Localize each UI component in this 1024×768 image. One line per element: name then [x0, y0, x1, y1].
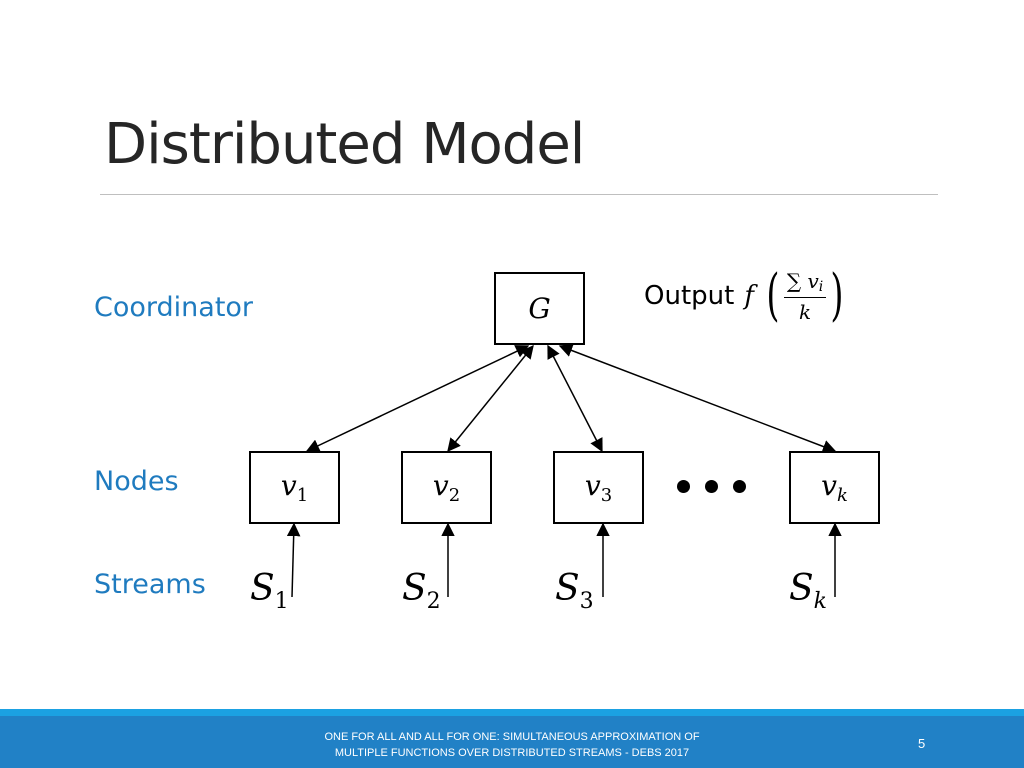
slide-title: Distributed Model — [104, 112, 585, 177]
node-k-base: v — [821, 469, 837, 502]
footer-caption: ONE FOR ALL AND ALL FOR ONE: SIMULTANEOU… — [250, 729, 774, 761]
footer-line-1: ONE FOR ALL AND ALL FOR ONE: SIMULTANEOU… — [324, 731, 700, 743]
numerator-sub: i — [818, 278, 824, 295]
stream-k: Sk — [789, 568, 827, 614]
arrow-g-vk — [558, 344, 837, 453]
arrow-g-v2 — [447, 344, 534, 453]
footer-bar — [0, 716, 1024, 768]
output-fraction: ∑ vi k — [783, 268, 827, 324]
arrow-g-v1 — [305, 345, 530, 452]
node-k-sub: k — [836, 485, 848, 506]
node-box-2: v2 — [401, 451, 492, 524]
stream-k-base: S — [789, 568, 814, 609]
node-box-k: vk — [789, 451, 880, 524]
output-function: f — [744, 281, 754, 311]
streams-label: Streams — [94, 569, 206, 600]
stream-3-base: S — [555, 568, 580, 609]
coordinator-symbol: G — [528, 292, 551, 325]
arrow-s1-v1 — [286, 522, 301, 598]
nodes-label: Nodes — [94, 466, 179, 497]
node-1-base: v — [280, 469, 297, 502]
node-2-base: v — [432, 469, 449, 502]
stream-2-sub: 2 — [426, 589, 441, 614]
left-paren: ( — [766, 263, 780, 328]
right-paren: ) — [830, 263, 844, 328]
stream-3: S3 — [555, 568, 594, 614]
stream-3-sub: 3 — [579, 589, 594, 614]
stream-2: S2 — [402, 568, 441, 614]
coordinator-label: Coordinator — [94, 292, 254, 323]
node-1-sub: 1 — [296, 485, 309, 506]
footer-accent-bar — [0, 709, 1024, 716]
dot — [733, 480, 746, 493]
dot — [677, 480, 690, 493]
output-word: Output — [644, 281, 735, 311]
page-number: 5 — [918, 736, 926, 751]
coordinator-box: G — [494, 272, 585, 345]
node-box-3: v3 — [553, 451, 644, 524]
stream-1-sub: 1 — [274, 589, 289, 614]
node-3-base: v — [584, 469, 601, 502]
title-divider — [100, 194, 938, 195]
stream-2-base: S — [402, 568, 427, 609]
fraction-denominator: k — [798, 299, 812, 324]
stream-1-base: S — [250, 568, 275, 609]
sum-symbol: ∑ — [786, 268, 802, 293]
node-2-sub: 2 — [448, 485, 461, 506]
stream-1: S1 — [250, 568, 289, 614]
numerator-var: v — [807, 268, 819, 293]
node-3-sub: 3 — [600, 485, 613, 506]
footer-line-2: MULTIPLE FUNCTIONS OVER DISTRIBUTED STRE… — [334, 747, 690, 759]
dot — [705, 480, 718, 493]
output-formula: Output f ( ∑ vi k ) — [644, 268, 848, 324]
arrow-g-v3 — [547, 344, 603, 453]
fraction-numerator: ∑ vi — [783, 268, 827, 298]
stream-k-sub: k — [813, 589, 828, 614]
node-box-1: v1 — [249, 451, 340, 524]
